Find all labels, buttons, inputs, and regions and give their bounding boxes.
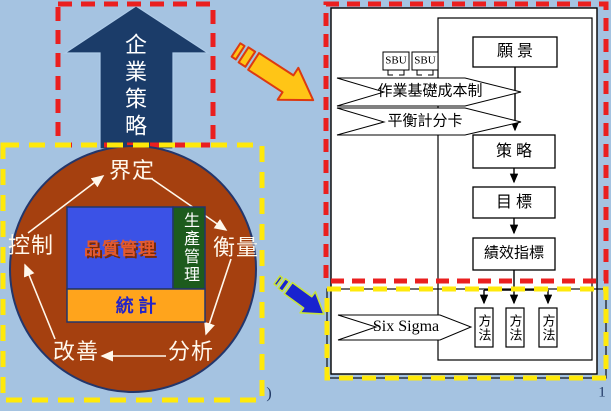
red-dashed-frame-right (323, 1, 609, 284)
flowchart-inner-frame (437, 17, 593, 361)
dmaic-define-label: 界定 (108, 158, 156, 183)
statistics-box (66, 288, 206, 323)
sbu-left-label: SBU (385, 54, 407, 67)
sbu-box-left (382, 51, 410, 71)
abc-banner (336, 77, 522, 107)
statistics-label: 統 計 (115, 296, 157, 316)
page-number: 1 (598, 384, 606, 401)
method-label-3: 方法 (540, 314, 556, 342)
method-label-1: 方法 (476, 314, 492, 342)
paren-mark: ) (266, 385, 272, 402)
method-box-1 (474, 307, 494, 348)
method-box-2 (505, 307, 525, 348)
production-management-box (172, 206, 206, 290)
method-box-3 (538, 307, 558, 348)
blue-striped-arrow (273, 275, 325, 315)
bsc-banner (336, 107, 522, 136)
six-sigma-banner (337, 314, 473, 341)
goal-box (472, 186, 556, 219)
dmaic-measure-label: 衡量 (212, 235, 260, 260)
goal-label: 目 標 (495, 194, 533, 211)
kpi-box (472, 237, 556, 271)
strategy-box (472, 134, 556, 169)
quality-management-label: 品質管理 (84, 239, 156, 259)
method-label-2: 方法 (507, 314, 523, 342)
dmaic-improve-label: 改善 (52, 339, 100, 364)
six-sigma-label: Six Sigma (372, 318, 440, 335)
production-management-label: 生產管理 (181, 212, 198, 284)
sbu-right-label: SBU (414, 54, 436, 67)
bsc-banner-label: 平衡計分卡 (387, 113, 463, 130)
enterprise-strategy-label: 企業策略 (122, 33, 147, 141)
orange-striped-arrow (230, 42, 315, 102)
dmaic-control-label: 控制 (7, 233, 55, 258)
kpi-label: 績效指標 (483, 245, 545, 262)
yellow-dashed-frame-right (324, 286, 609, 381)
strategy-label: 策 略 (495, 143, 533, 160)
vision-label: 願 景 (496, 43, 534, 60)
sbu-box-right (411, 51, 439, 71)
dmaic-cycle-arrows (24, 175, 232, 362)
dmaic-analyze-label: 分析 (167, 339, 215, 364)
vision-box (472, 36, 558, 68)
quality-management-box (66, 206, 174, 290)
abc-banner-label: 作業基礎成本制 (377, 83, 483, 100)
sbu-box-feet (387, 70, 434, 76)
